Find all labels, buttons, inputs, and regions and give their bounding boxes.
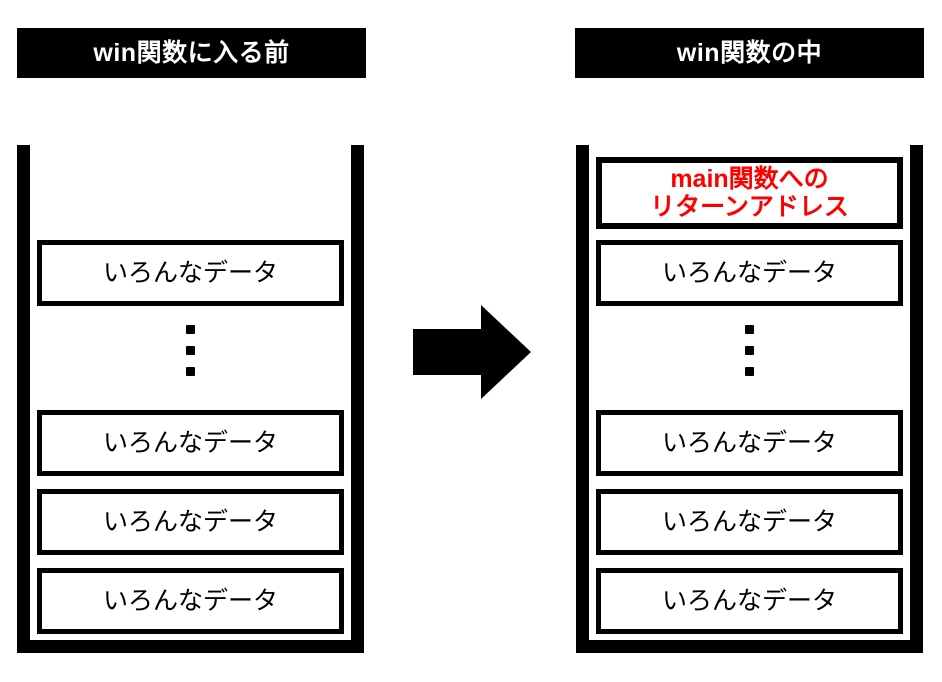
left-stack-rail-right: [351, 145, 364, 653]
ellipsis-dot: [745, 324, 754, 334]
left-stack-title-banner: win関数に入る前: [17, 28, 366, 78]
right-stack-cell-4-label: いろんなデータ: [661, 587, 837, 615]
left-stack-cell-3: いろんなデータ: [37, 489, 344, 555]
left-stack-cell-4: いろんなデータ: [37, 568, 344, 634]
left-stack-cell-2: いろんなデータ: [37, 410, 344, 476]
right-stack-title-text: win関数の中: [676, 38, 823, 67]
right-stack-rail-left: [576, 145, 589, 653]
right-stack-title-banner: win関数の中: [575, 28, 924, 78]
left-stack-cell-2-label: いろんなデータ: [102, 429, 278, 457]
ellipsis-dot: [186, 345, 195, 355]
return-address-cell: main関数へのリターンアドレス: [596, 157, 903, 229]
left-stack-frame: いろんなデータ いろんなデータ いろんなデータ いろんなデータ: [17, 145, 364, 653]
right-stack-cell-2-label: いろんなデータ: [661, 429, 837, 457]
right-stack-cell-1: いろんなデータ: [596, 240, 903, 306]
right-stack-cell-3-label: いろんなデータ: [661, 508, 837, 536]
right-stack-cell-1-label: いろんなデータ: [661, 259, 837, 287]
return-address-label: main関数へのリターンアドレス: [650, 165, 849, 221]
left-stack-rail-left: [17, 145, 30, 653]
right-stack-cell-2: いろんなデータ: [596, 410, 903, 476]
left-stack-cell-3-label: いろんなデータ: [102, 508, 278, 536]
right-arrow-icon: [413, 305, 531, 399]
vertical-ellipsis-icon-right: [596, 320, 903, 380]
left-stack-slots: いろんなデータ いろんなデータ いろんなデータ いろんなデータ: [37, 145, 344, 640]
ellipsis-dot: [745, 345, 754, 355]
left-stack-cell-1: いろんなデータ: [37, 240, 344, 306]
right-stack-slots: main関数へのリターンアドレス いろんなデータ いろんなデータ いろんなデータ…: [596, 145, 903, 640]
return-address-line-2: リターンアドレス: [650, 193, 849, 221]
left-stack-bottom-bar: [17, 640, 364, 653]
ellipsis-dot: [186, 366, 195, 376]
left-stack-cell-1-label: いろんなデータ: [102, 259, 278, 287]
return-address-line-1: main関数への: [670, 165, 829, 193]
right-stack-rail-right: [910, 145, 923, 653]
vertical-ellipsis-icon-left: [37, 320, 344, 380]
ellipsis-dot: [186, 324, 195, 334]
right-stack-frame: main関数へのリターンアドレス いろんなデータ いろんなデータ いろんなデータ…: [576, 145, 923, 653]
left-stack-cell-4-label: いろんなデータ: [102, 587, 278, 615]
left-stack-title-text: win関数に入る前: [93, 38, 290, 67]
right-stack-cell-3: いろんなデータ: [596, 489, 903, 555]
right-stack-bottom-bar: [576, 640, 923, 653]
ellipsis-dot: [745, 366, 754, 376]
right-stack-cell-4: いろんなデータ: [596, 568, 903, 634]
